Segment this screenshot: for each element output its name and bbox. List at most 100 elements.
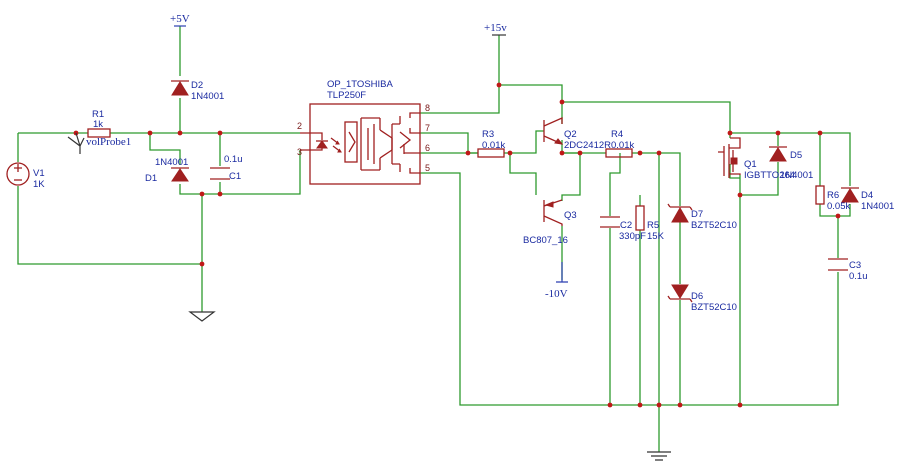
power-5v: +5V (170, 13, 190, 27)
c3-ref: C3 (849, 260, 861, 271)
vee-label: -10V (545, 288, 568, 300)
junction-dot (607, 402, 613, 408)
igbt-q1[interactable]: Q1 IGBTTO264 (718, 137, 795, 181)
junction-dot (677, 402, 683, 408)
r5-value: 15K (647, 231, 665, 242)
d4-ref: D4 (861, 190, 873, 201)
vcc15-label: +15v (484, 22, 507, 34)
resistor-r1[interactable]: R1 1k (87, 109, 111, 138)
junction-dots (147, 82, 841, 408)
junction-dot (817, 130, 823, 136)
junction-dot (559, 99, 565, 105)
junction-dot (656, 402, 662, 408)
c3-value: 0.1u (849, 271, 868, 282)
voltage-probe[interactable]: volProbe1 (67, 130, 131, 154)
u1-pin-5: 5 (425, 163, 430, 173)
junction-dot (217, 191, 223, 197)
u1-value: TLP250F (327, 90, 366, 101)
junction-dot (217, 130, 223, 136)
transistor-q2[interactable]: Q2 2DC2412R (543, 116, 611, 151)
d5-value: 1N4001 (780, 170, 813, 181)
junction-dot (577, 150, 583, 156)
r5-ref: R5 (647, 220, 659, 231)
u1-pin-3: 3 (297, 147, 302, 157)
zener-d7[interactable]: D7 BZT52C10 (667, 203, 737, 231)
optocoupler-u1[interactable]: OP_1TOSHIBA TLP250F 2 3 8 7 6 5 (297, 79, 430, 185)
d4-value: 1N4001 (861, 201, 894, 212)
d1-ref: D1 (145, 173, 157, 184)
junction-dot (496, 82, 502, 88)
q2-value: 2DC2412R (564, 140, 611, 151)
d1-value: 1N4001 (155, 157, 188, 168)
c1-value: 0.1u (224, 154, 243, 165)
d6-ref: D6 (691, 291, 703, 302)
capacitor-c2[interactable]: C2 330pF (600, 216, 646, 242)
probe-label: volProbe1 (86, 136, 131, 148)
junction-dot (637, 402, 643, 408)
c2-ref: C2 (620, 220, 632, 231)
capacitor-c3[interactable]: C3 0.1u (828, 258, 868, 282)
r3-value: 0.01k (482, 140, 505, 151)
resistor-r5[interactable]: R5 15K (635, 205, 665, 242)
v1-ref: V1 (33, 168, 45, 179)
junction-dot (656, 150, 662, 156)
resistor-r6[interactable]: R6 0.05k (815, 185, 850, 212)
junction-dot (199, 261, 205, 267)
junction-dot (507, 150, 513, 156)
u1-pin-6: 6 (425, 143, 430, 153)
r4-value: 0.01k (611, 140, 634, 151)
junction-dot (559, 150, 565, 156)
junction-dot (147, 130, 153, 136)
r6-ref: R6 (827, 190, 839, 201)
d2-ref: D2 (191, 80, 203, 91)
r1-ref: R1 (92, 109, 104, 120)
q1-value: IGBTTO264 (744, 170, 795, 181)
r3-ref: R3 (482, 129, 494, 140)
u1-pin-2: 2 (297, 121, 302, 131)
r6-value: 0.05k (827, 201, 850, 212)
resistor-r3[interactable]: R3 0.01k (477, 129, 505, 158)
junction-dot (835, 213, 841, 219)
v1-value: 1K (33, 179, 45, 190)
c1-ref: C1 (229, 171, 241, 182)
q1-ref: Q1 (744, 159, 757, 170)
diode-d2[interactable]: D2 1N4001 (171, 80, 224, 102)
d6-value: BZT52C10 (691, 302, 737, 313)
junction-dot (775, 130, 781, 136)
power-neg10v: -10V (545, 262, 568, 300)
transistor-q3[interactable]: Q3 BC807_16 (523, 199, 577, 246)
d5-ref: D5 (790, 150, 802, 161)
r4-ref: R4 (611, 129, 623, 140)
junction-dot (177, 130, 183, 136)
source-v1[interactable]: V1 1K (6, 162, 45, 190)
d7-value: BZT52C10 (691, 220, 737, 231)
c2-value: 330pF (619, 231, 646, 242)
q3-value: BC807_16 (523, 235, 568, 246)
r1-value: 1k (93, 119, 103, 130)
q3-ref: Q3 (564, 210, 577, 221)
zener-d6[interactable]: D6 BZT52C10 (667, 284, 737, 313)
capacitor-c1[interactable]: 0.1u C1 (210, 154, 243, 182)
ground-right-icon (647, 451, 671, 461)
power-15v: +15v (484, 22, 507, 36)
wires (17, 26, 851, 452)
junction-dot (737, 192, 743, 198)
diode-d4[interactable]: D4 1N4001 (841, 187, 894, 212)
d2-value: 1N4001 (191, 91, 224, 102)
junction-dot (737, 402, 743, 408)
vcc5-label: +5V (170, 13, 190, 25)
junction-dot (199, 191, 205, 197)
junction-dot (727, 130, 733, 136)
diode-d5[interactable]: D5 1N4001 (769, 146, 813, 181)
d7-ref: D7 (691, 209, 703, 220)
q2-ref: Q2 (564, 129, 577, 140)
u1-pin-8: 8 (425, 103, 430, 113)
ground-left-icon (188, 311, 216, 322)
diode-d1[interactable]: 1N4001 D1 (145, 157, 189, 184)
junction-dot (465, 150, 471, 156)
u1-pin-7: 7 (425, 123, 430, 133)
u1-ref: OP_1TOSHIBA (327, 79, 393, 90)
junction-dot (637, 150, 643, 156)
resistor-r4[interactable]: R4 0.01k (605, 129, 634, 158)
